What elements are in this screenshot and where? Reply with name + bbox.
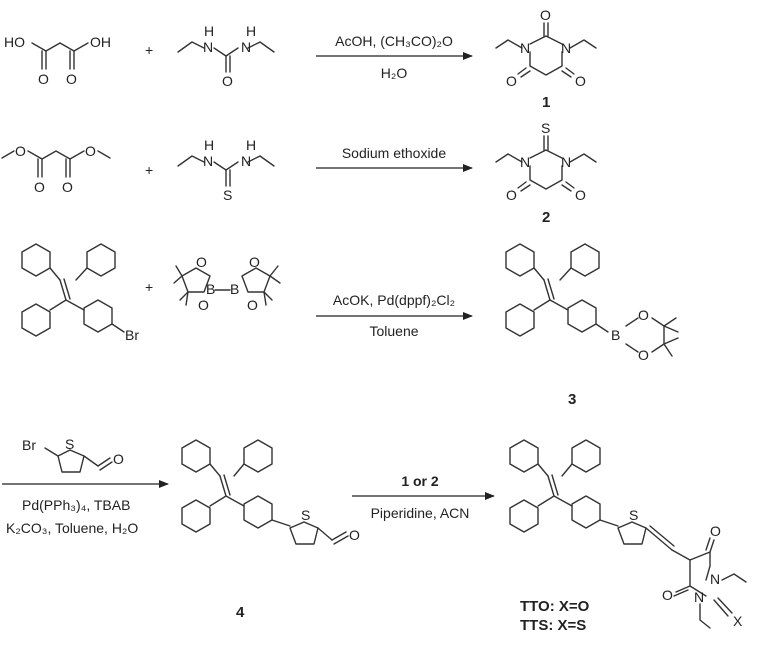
product-1-structure: O N N O O	[495, 7, 597, 89]
atom-label: H	[204, 23, 214, 39]
atom-label: O	[249, 254, 260, 270]
malonic-acid: HO OH O O	[4, 34, 111, 87]
atom-label: O	[34, 179, 45, 195]
product-3-structure: B O O	[505, 243, 679, 363]
atom-label: O	[575, 187, 586, 203]
atom-label: OH	[90, 34, 111, 50]
atom-label: B	[230, 281, 239, 297]
atom-label: H	[246, 23, 256, 39]
bromo-tetraphenylethylene: Br	[21, 243, 139, 343]
diethylurea: H N H N O	[177, 23, 275, 89]
atom-label: S	[629, 507, 638, 523]
conditions-4-line2: K₂CO₃, Toluene, H₂O	[6, 520, 138, 536]
atom-label: N	[561, 154, 571, 170]
bis-pinacolato-diboron: O O B B O O	[173, 254, 281, 313]
atom-label: O	[638, 307, 649, 323]
conditions-3-line1: AcOK, Pd(dppf)₂Cl₂	[333, 292, 455, 308]
atom-label: H	[246, 137, 256, 153]
atom-label: N	[520, 40, 530, 56]
atom-label: HO	[4, 34, 25, 50]
conditions-3-line2: Toluene	[369, 323, 418, 339]
compound-number-2: 2	[542, 209, 550, 226]
bromothiophene-carbaldehyde: Br S O	[22, 436, 124, 473]
atom-label: O	[198, 297, 209, 313]
atom-label: O	[85, 143, 96, 159]
plus-sign: +	[145, 279, 153, 295]
atom-label: N	[203, 39, 213, 55]
compound-number-4: 4	[236, 604, 245, 621]
atom-label: Br	[22, 437, 36, 453]
dimethyl-malonate: O O O O	[1, 143, 111, 195]
atom-label: X	[733, 613, 743, 629]
atom-label: O	[506, 73, 517, 89]
atom-label: O	[662, 587, 673, 603]
atom-label: O	[15, 143, 26, 159]
product-label-tto: TTO: X=O	[520, 598, 590, 615]
conditions-2-line1: Sodium ethoxide	[342, 145, 447, 161]
atom-label: N	[241, 153, 251, 169]
conditions-1-line2: H₂O	[381, 65, 408, 81]
plus-sign: +	[145, 42, 153, 58]
atom-label: N	[710, 571, 720, 587]
atom-label: O	[222, 73, 233, 89]
product-label-tts: TTS: X=S	[520, 617, 586, 634]
atom-label: O	[113, 451, 124, 467]
product-4-structure: S O	[181, 439, 360, 545]
atom-label: B	[611, 327, 620, 343]
atom-label: N	[694, 589, 704, 605]
atom-label: H	[204, 137, 214, 153]
tto-tts-structure: S O N N O X	[509, 439, 747, 629]
atom-label: O	[66, 71, 77, 87]
atom-label: O	[62, 179, 73, 195]
atom-label: O	[575, 73, 586, 89]
atom-label: O	[540, 7, 551, 23]
atom-label: S	[541, 120, 550, 136]
compound-number-1: 1	[542, 94, 550, 111]
atom-label: S	[223, 187, 232, 203]
atom-label: O	[247, 297, 258, 313]
atom-label: O	[349, 527, 360, 543]
atom-label: N	[241, 39, 251, 55]
plus-sign: +	[145, 162, 153, 178]
atom-label: N	[561, 40, 571, 56]
atom-label: O	[506, 187, 517, 203]
atom-label: S	[301, 507, 310, 523]
diethylthiourea: H N H N S	[177, 137, 275, 203]
atom-label: S	[65, 436, 74, 452]
atom-label: O	[638, 347, 649, 363]
atom-label: Br	[125, 327, 139, 343]
atom-label: O	[38, 71, 49, 87]
atom-label: N	[203, 153, 213, 169]
conditions-1-line1: AcOH, (CH₃CO)₂O	[335, 33, 453, 49]
conditions-4-line1: Pd(PPh₃)₄, TBAB	[22, 497, 130, 513]
atom-label: O	[710, 523, 721, 539]
conditions-5-line1: 1 or 2	[401, 473, 439, 489]
atom-label: N	[520, 154, 530, 170]
conditions-5-line2: Piperidine, ACN	[371, 505, 470, 521]
atom-label: O	[196, 254, 207, 270]
product-2-structure: S N N O O	[495, 120, 597, 203]
compound-number-3: 3	[568, 391, 576, 408]
atom-label: B	[206, 281, 215, 297]
